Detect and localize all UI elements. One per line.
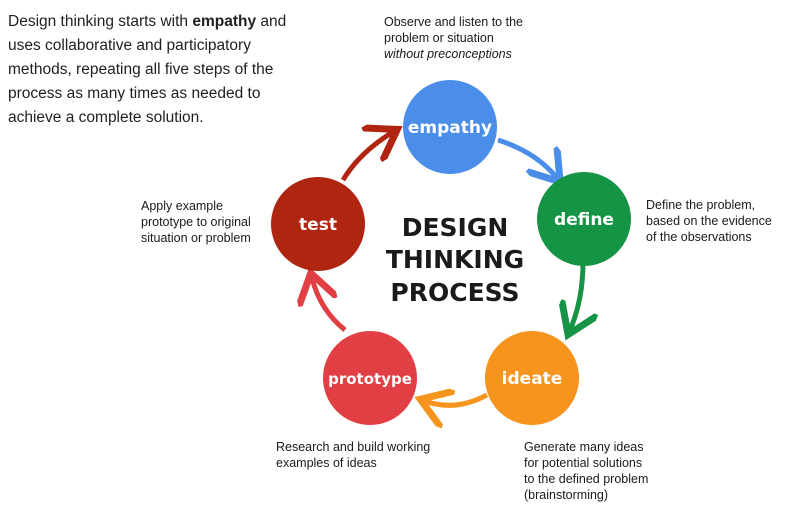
empathy-desc-line-1: Observe and listen to the bbox=[384, 15, 523, 29]
ideate-desc-line-1: Generate many ideas bbox=[524, 440, 644, 454]
test-description: Apply example prototype to original situ… bbox=[141, 198, 251, 246]
center-title: DESIGN THINKING PROCESS bbox=[386, 213, 524, 307]
intro-text-end: and uses collaborative and participatory… bbox=[8, 13, 287, 126]
prototype-circle bbox=[323, 331, 417, 425]
arrow-empathy-to-define bbox=[497, 137, 557, 178]
prototype-description: Research and build working examples of i… bbox=[276, 439, 430, 471]
step-test: test bbox=[271, 177, 365, 271]
test-label: test bbox=[299, 215, 337, 235]
step-empathy: empathy bbox=[403, 80, 497, 174]
step-ideate: ideate bbox=[485, 331, 579, 425]
test-desc-line-1: Apply example bbox=[141, 199, 223, 213]
center-title-line-2: THINKING bbox=[386, 245, 524, 274]
empathy-circle bbox=[403, 80, 497, 174]
arrow-prototype-to-test bbox=[312, 278, 347, 332]
arrow-ideate-to-prototype bbox=[425, 395, 489, 405]
empathy-desc-line-2: problem or situation bbox=[384, 31, 494, 45]
ideate-label: ideate bbox=[502, 369, 563, 389]
arrow-test-to-empathy bbox=[340, 132, 393, 182]
center-title-line-3: PROCESS bbox=[390, 278, 519, 307]
define-circle bbox=[537, 172, 631, 266]
ideate-desc-line-4: (brainstorming) bbox=[524, 488, 609, 502]
ideate-desc-line-3: to the defined problem bbox=[524, 472, 649, 486]
empathy-desc-line-3: without preconceptions bbox=[384, 47, 512, 61]
define-desc-line-1: Define the problem, bbox=[646, 198, 756, 212]
prototype-desc-line-1: Research and build working bbox=[276, 440, 431, 454]
define-desc-line-3: of the observations bbox=[646, 230, 752, 244]
empathy-description: Observe and listen to the problem or sit… bbox=[384, 14, 523, 62]
center-title-line-1: DESIGN bbox=[402, 213, 509, 242]
prototype-label: prototype bbox=[328, 370, 412, 388]
ideate-description: Generate many ideas for potential soluti… bbox=[524, 439, 648, 503]
test-desc-line-3: situation or problem bbox=[141, 231, 251, 245]
ideate-desc-line-2: for potential solutions bbox=[524, 456, 643, 470]
intro-paragraph: Design thinking starts with empathy and … bbox=[8, 10, 308, 130]
empathy-label: empathy bbox=[408, 118, 492, 138]
intro-emphasis: empathy bbox=[192, 13, 257, 30]
arrow-define-to-ideate bbox=[570, 261, 583, 330]
test-circle bbox=[271, 177, 365, 271]
define-label: define bbox=[554, 210, 614, 230]
intro-text-start: Design thinking starts with bbox=[8, 13, 193, 30]
step-prototype: prototype bbox=[323, 331, 417, 425]
define-desc-line-2: based on the evidence bbox=[646, 214, 772, 228]
test-desc-line-2: prototype to original bbox=[141, 215, 251, 229]
step-define: define bbox=[537, 172, 631, 266]
define-description: Define the problem, based on the evidenc… bbox=[646, 197, 772, 245]
ideate-circle bbox=[485, 331, 579, 425]
prototype-desc-line-2: examples of ideas bbox=[276, 456, 377, 470]
